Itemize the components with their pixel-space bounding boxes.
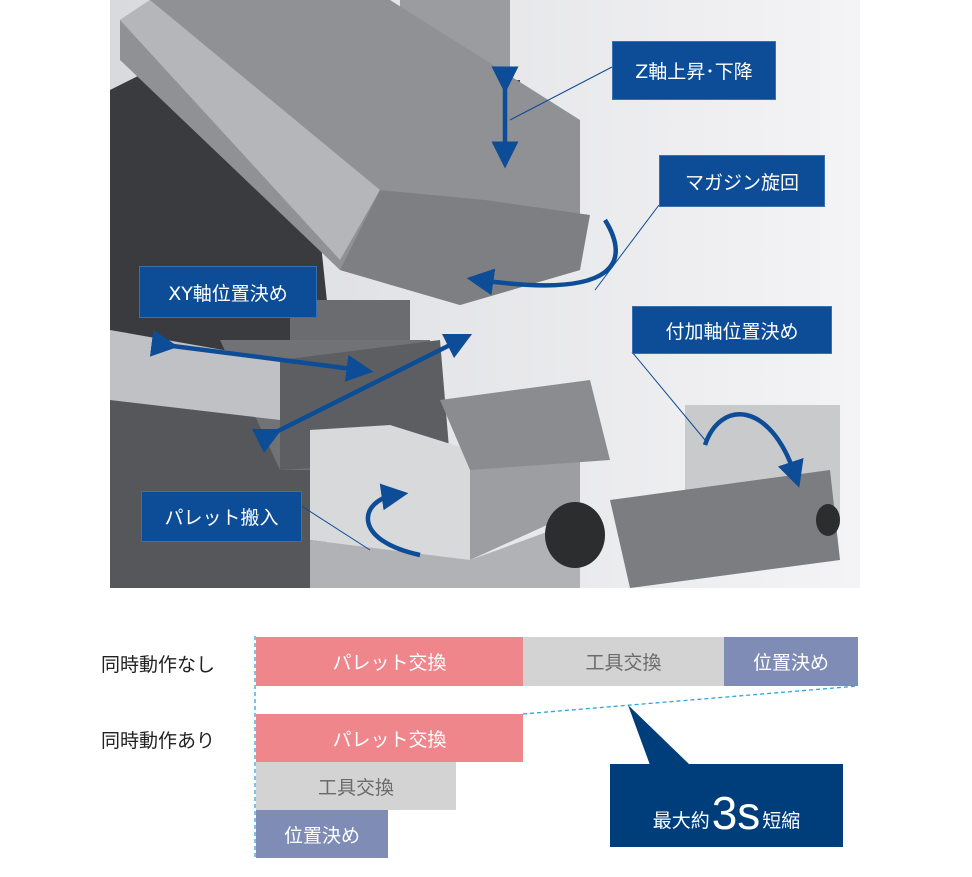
row-label-without: 同時動作なし xyxy=(101,654,216,676)
label-additional-axis: 付加軸位置決め xyxy=(632,306,832,354)
callout-pointer xyxy=(628,705,690,765)
label-magazine-rotation: マガジン旋回 xyxy=(659,155,825,207)
callout-prefix: 最大約 xyxy=(652,810,710,832)
label-z-axis: Z軸上昇･下降 xyxy=(612,41,776,100)
bar-pallet-exchange-seq: パレット交換 xyxy=(256,637,523,686)
callout-value: 3s xyxy=(711,787,761,839)
bar-tool-exchange-sim: 工具交換 xyxy=(256,762,456,810)
bar-tool-exchange-seq: 工具交換 xyxy=(523,637,724,686)
motion-arrows xyxy=(149,66,519,454)
bar-positioning-sim: 位置決め xyxy=(256,810,388,858)
callout-suffix: 短縮 xyxy=(762,810,801,832)
label-xy-axis: XY軸位置決め xyxy=(139,266,317,318)
reduction-callout: 最大約 3s 短縮 xyxy=(610,764,843,847)
label-pallet-loading: パレット搬入 xyxy=(141,491,302,542)
leader-lines xyxy=(299,66,706,551)
row-label-with: 同時動作あり xyxy=(101,730,216,752)
bar-positioning-seq: 位置決め xyxy=(724,637,858,686)
bar-pallet-exchange-sim: パレット交換 xyxy=(256,714,523,762)
